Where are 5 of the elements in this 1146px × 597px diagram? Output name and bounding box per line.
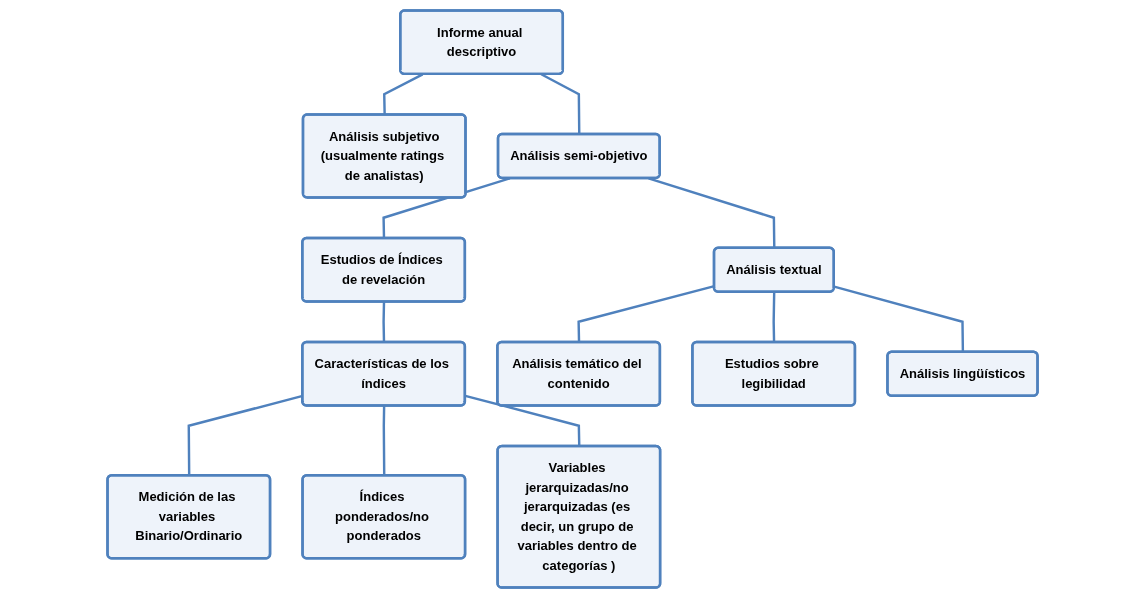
connector <box>648 176 776 248</box>
connector <box>465 394 581 446</box>
connector <box>834 285 965 352</box>
connector <box>772 291 776 342</box>
connector <box>382 301 386 342</box>
